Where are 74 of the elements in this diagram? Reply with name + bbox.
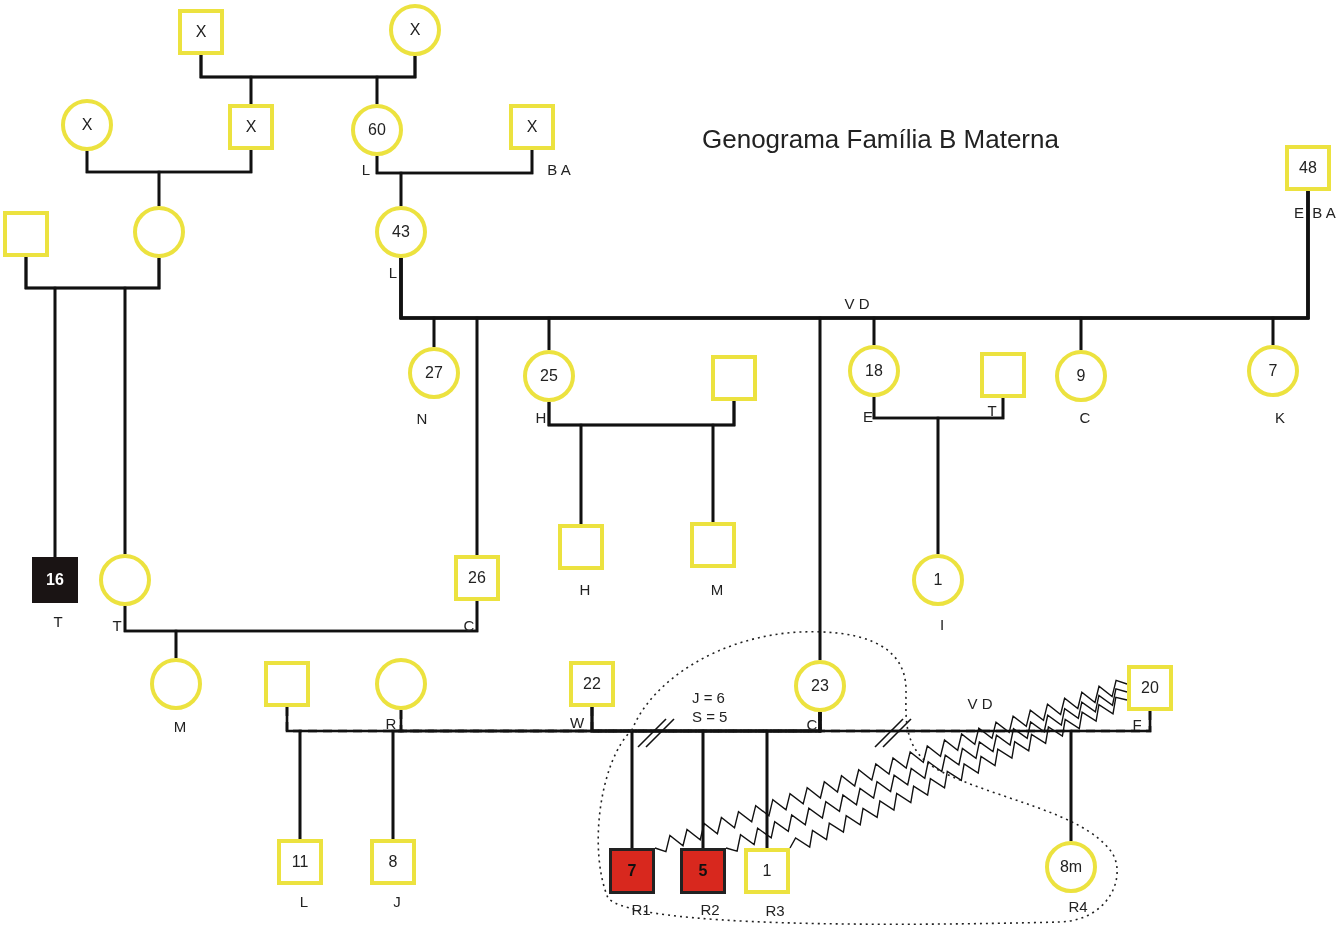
family-line	[818, 712, 1073, 841]
conflict-zigzag-line	[789, 696, 1128, 849]
initial-label: B A	[547, 161, 571, 177]
male-symbol	[228, 104, 274, 150]
initial-label: T	[53, 613, 63, 629]
initial-label: N	[416, 410, 428, 426]
family-line	[174, 601, 479, 658]
male-symbol	[711, 355, 757, 401]
family-line	[936, 398, 1005, 554]
age-label: 11	[291, 854, 309, 870]
initial-label: T	[112, 617, 122, 633]
diagram-title: Genograma Família B Materna	[702, 124, 1059, 154]
initial-label: R3	[765, 902, 785, 918]
age-label: 9	[1076, 368, 1086, 384]
initial-label: H	[535, 409, 547, 425]
initial-label: R1	[631, 901, 651, 917]
female-symbol	[389, 4, 441, 56]
initial-label: I	[939, 616, 945, 632]
family-line	[399, 150, 534, 206]
family-line	[157, 150, 253, 206]
initial-label: L	[388, 264, 398, 280]
conflict-zigzag-line	[725, 687, 1128, 853]
age-label: 5	[698, 863, 708, 879]
age-label: 7	[1268, 363, 1278, 379]
age-label: 8m	[1059, 859, 1083, 875]
age-label: X	[526, 119, 538, 135]
age-label: 60	[368, 122, 386, 138]
age-label: 26	[468, 570, 486, 586]
age-label: 20	[1141, 680, 1159, 696]
female-symbol	[133, 206, 185, 258]
initial-label: C	[463, 617, 475, 633]
age-label: 7	[627, 863, 637, 879]
male-symbol	[178, 9, 224, 55]
female-symbol	[61, 99, 113, 151]
age-label: X	[195, 24, 207, 40]
initial-label: C	[1079, 409, 1091, 425]
age-label: 48	[1299, 160, 1317, 176]
initial-label: K	[1275, 409, 1285, 425]
age-label: X	[245, 119, 257, 135]
initial-label: C	[806, 716, 818, 732]
family-line	[711, 401, 736, 522]
initial-label: E	[1294, 204, 1304, 220]
initial-label: T	[987, 402, 997, 418]
age-label: 18	[865, 363, 883, 379]
age-label: 23	[811, 678, 829, 694]
initial-label: J	[393, 893, 401, 909]
initial-label: W	[569, 714, 585, 730]
initial-label: L	[361, 161, 371, 177]
initial-label: R4	[1068, 898, 1088, 914]
family-line	[1271, 191, 1310, 345]
age-label: 1	[762, 863, 772, 879]
age-label: 25	[540, 368, 558, 384]
initial-label: M	[173, 718, 187, 734]
age-label: 22	[583, 676, 601, 692]
age-label: 43	[392, 224, 410, 240]
conflict-zigzag-line	[654, 679, 1128, 853]
male-symbol	[264, 661, 310, 707]
initial-label: R2	[700, 901, 720, 917]
age-label: 1	[933, 572, 943, 588]
male-symbol	[3, 211, 49, 257]
initial-label: M	[710, 581, 724, 597]
initial-label: B A	[1312, 204, 1336, 220]
initial-label: R	[385, 715, 397, 731]
age-label: 8	[388, 854, 398, 870]
initial-label: F	[1132, 716, 1142, 732]
age-label: X	[409, 22, 421, 38]
age-label: 27	[425, 365, 443, 381]
family-line	[375, 56, 417, 104]
initial-label: H	[579, 581, 591, 597]
initial-label: E	[863, 408, 873, 424]
age-label: 16	[46, 572, 64, 588]
family-line	[123, 258, 161, 554]
initial-label: L	[299, 893, 309, 909]
age-label: X	[81, 117, 93, 133]
